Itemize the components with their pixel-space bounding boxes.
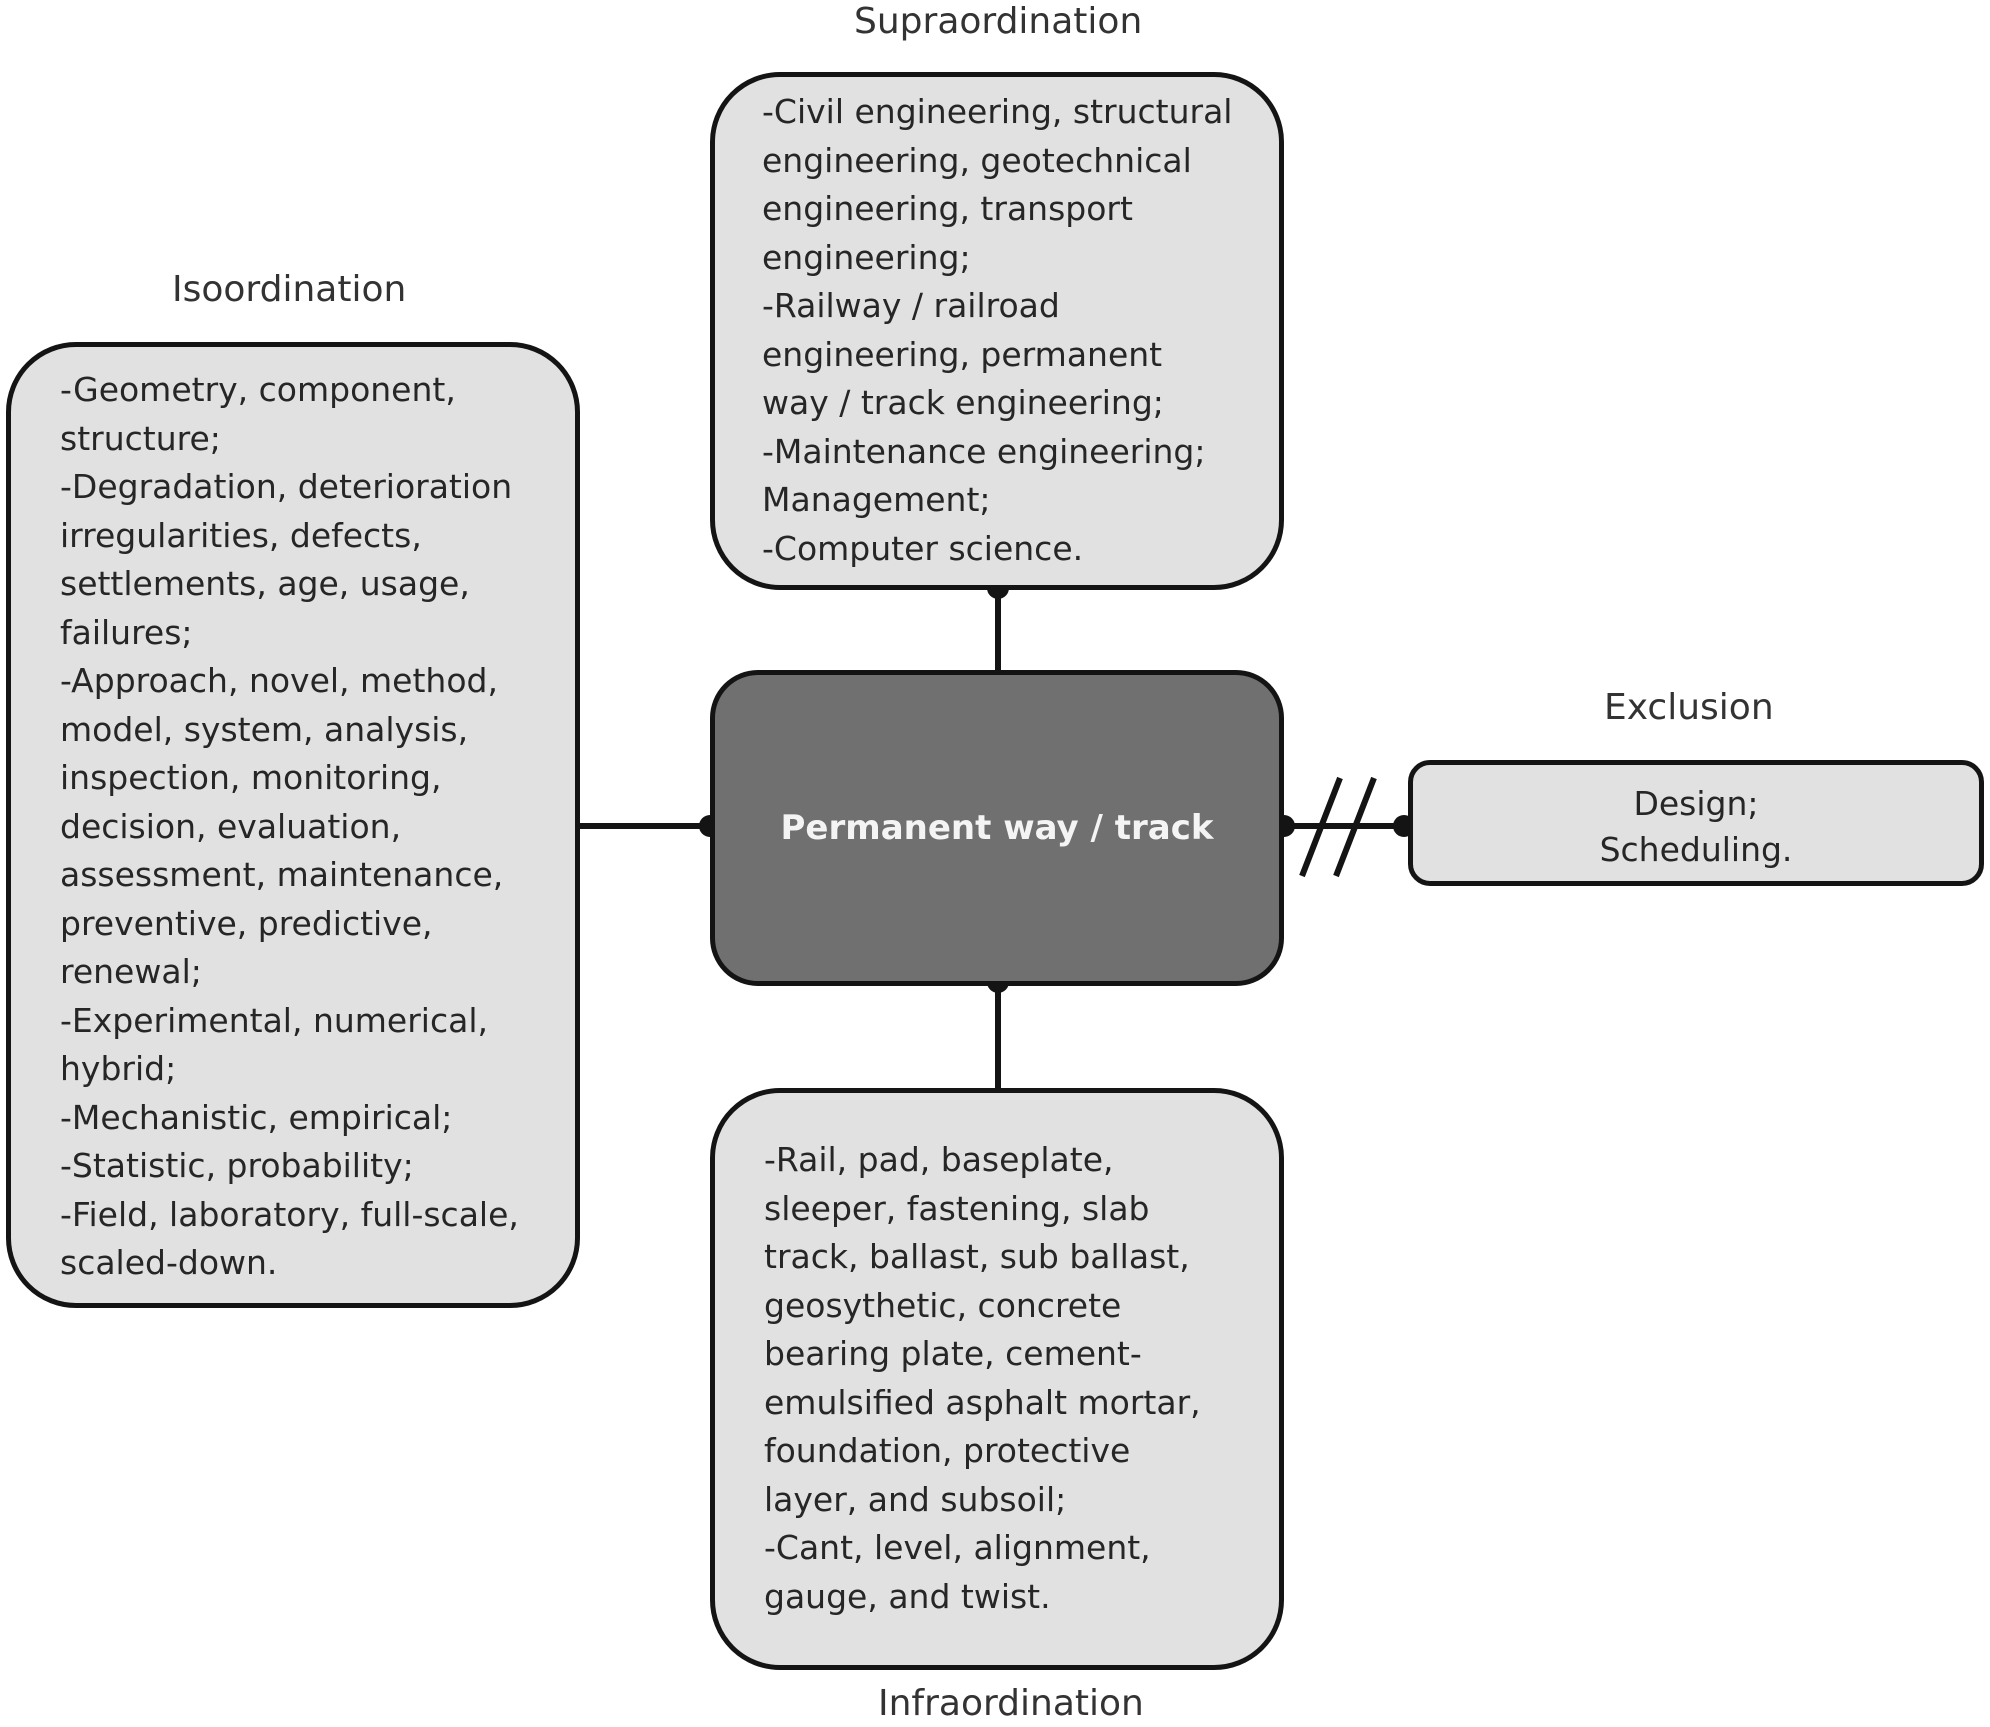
infraordination-line: -Cant, level, alignment, bbox=[764, 1528, 1151, 1567]
isoordination-line: hybrid; bbox=[60, 1049, 177, 1088]
infraordination-line: geosythetic, concrete bbox=[764, 1285, 1122, 1325]
supraordination-line: -Civil engineering, structural bbox=[762, 92, 1233, 131]
permanent-way-track-label: Permanent way / track bbox=[780, 808, 1214, 848]
isoordination-text: -Geometry, component, structure; -Degrad… bbox=[60, 366, 519, 1288]
infraordination-line: -Rail, pad, baseplate, bbox=[764, 1140, 1114, 1179]
infraordination-heading: Infraordination bbox=[878, 1683, 1144, 1724]
supraordination-line: engineering, geotechnical bbox=[762, 140, 1192, 180]
isoordination-line: -Mechanistic, empirical; bbox=[60, 1097, 453, 1137]
supraordination-line: -Railway / railroad bbox=[762, 286, 1060, 325]
isoordination-line: scaled-down. bbox=[60, 1243, 278, 1282]
isoordination-box bbox=[6, 342, 580, 1308]
isoordination-line: -Geometry, component, bbox=[60, 370, 456, 409]
supraordination-line: -Maintenance engineering; bbox=[762, 431, 1206, 471]
exclusion-box: Design; Scheduling. bbox=[1408, 760, 1984, 886]
supraordination-line: engineering; bbox=[762, 237, 971, 277]
exclusion-text: Design; Scheduling. bbox=[1413, 781, 1979, 873]
supraordination-line: engineering, permanent bbox=[762, 334, 1163, 374]
supraordination-line: way / track engineering; bbox=[762, 383, 1164, 422]
infraordination-line: bearing plate, cement- bbox=[764, 1334, 1142, 1373]
isoordination-line: -Degradation, deterioration bbox=[60, 467, 513, 506]
infraordination-line: gauge, and twist. bbox=[764, 1576, 1051, 1616]
infraordination-line: track, ballast, sub ballast, bbox=[764, 1237, 1190, 1276]
isoordination-line: preventive, predictive, bbox=[60, 903, 433, 943]
isoordination-line: model, system, analysis, bbox=[60, 709, 469, 749]
permanent-way-track-box: Permanent way / track bbox=[710, 670, 1284, 986]
isoordination-line: irregularities, defects, bbox=[60, 515, 422, 555]
exclusion-break-mark-1 bbox=[1299, 776, 1343, 878]
exclusion-heading: Exclusion bbox=[1604, 687, 1774, 728]
infraordination-line: sleeper, fastening, slab bbox=[764, 1188, 1150, 1228]
isoordination-line: -Statistic, probability; bbox=[60, 1146, 414, 1185]
isoordination-line: renewal; bbox=[60, 952, 202, 991]
supraordination-line: -Computer science. bbox=[762, 528, 1084, 568]
supraordination-text: -Civil engineering, structural engineeri… bbox=[762, 88, 1232, 573]
supraordination-line: Management; bbox=[762, 480, 991, 519]
isoordination-line: -Approach, novel, method, bbox=[60, 661, 498, 700]
isoordination-heading: Isoordination bbox=[172, 269, 407, 310]
isoordination-line: settlements, age, usage, bbox=[60, 564, 470, 603]
supraordination-box bbox=[710, 72, 1284, 590]
supraordination-heading: Supraordination bbox=[854, 1, 1143, 42]
isoordination-line: inspection, monitoring, bbox=[60, 758, 442, 797]
exclusion-line: Design; bbox=[1633, 784, 1759, 823]
infraordination-line: emulsified asphalt mortar, bbox=[764, 1382, 1201, 1422]
isoordination-line: -Field, laboratory, full-scale, bbox=[60, 1194, 519, 1234]
exclusion-break-mark-2 bbox=[1333, 776, 1377, 878]
isoordination-line: assessment, maintenance, bbox=[60, 855, 504, 894]
infraordination-box bbox=[710, 1088, 1284, 1670]
isoordination-line: -Experimental, numerical, bbox=[60, 1000, 488, 1040]
isoordination-line: failures; bbox=[60, 612, 193, 652]
infraordination-line: layer, and subsoil; bbox=[764, 1479, 1067, 1519]
exclusion-line: Scheduling. bbox=[1599, 830, 1793, 869]
isoordination-line: structure; bbox=[60, 418, 221, 458]
infraordination-line: foundation, protective bbox=[764, 1431, 1131, 1470]
supraordination-line: engineering, transport bbox=[762, 189, 1133, 228]
isoordination-line: decision, evaluation, bbox=[60, 806, 402, 846]
infraordination-text: -Rail, pad, baseplate, sleeper, fastenin… bbox=[764, 1136, 1201, 1621]
